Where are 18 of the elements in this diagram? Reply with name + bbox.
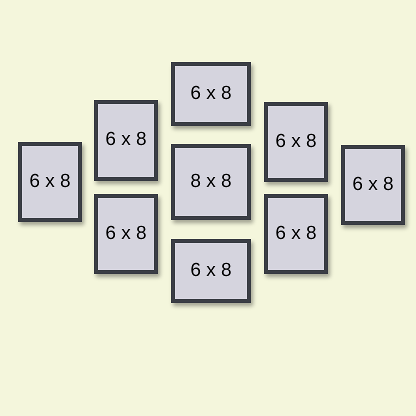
frame-size-label: 6 x 8 bbox=[190, 82, 232, 106]
picture-frame bbox=[171, 239, 251, 303]
frame-size-label: 6 x 8 bbox=[29, 170, 71, 194]
frame-size-label: 8 x 8 bbox=[190, 170, 232, 194]
picture-frame bbox=[341, 145, 405, 225]
picture-frame bbox=[264, 102, 328, 182]
picture-frame bbox=[94, 100, 158, 181]
frame-size-label: 6 x 8 bbox=[275, 130, 317, 154]
picture-frame bbox=[171, 62, 251, 126]
frame-size-label: 6 x 8 bbox=[105, 222, 147, 246]
frame-size-label: 6 x 8 bbox=[275, 222, 317, 246]
picture-frame bbox=[18, 142, 82, 222]
frame-size-label: 6 x 8 bbox=[105, 128, 147, 152]
frame-size-label: 6 x 8 bbox=[190, 258, 232, 283]
picture-frame bbox=[94, 194, 158, 274]
frame-size-label: 6 x 8 bbox=[352, 172, 394, 197]
picture-frame bbox=[264, 194, 328, 274]
picture-frame bbox=[171, 144, 251, 220]
